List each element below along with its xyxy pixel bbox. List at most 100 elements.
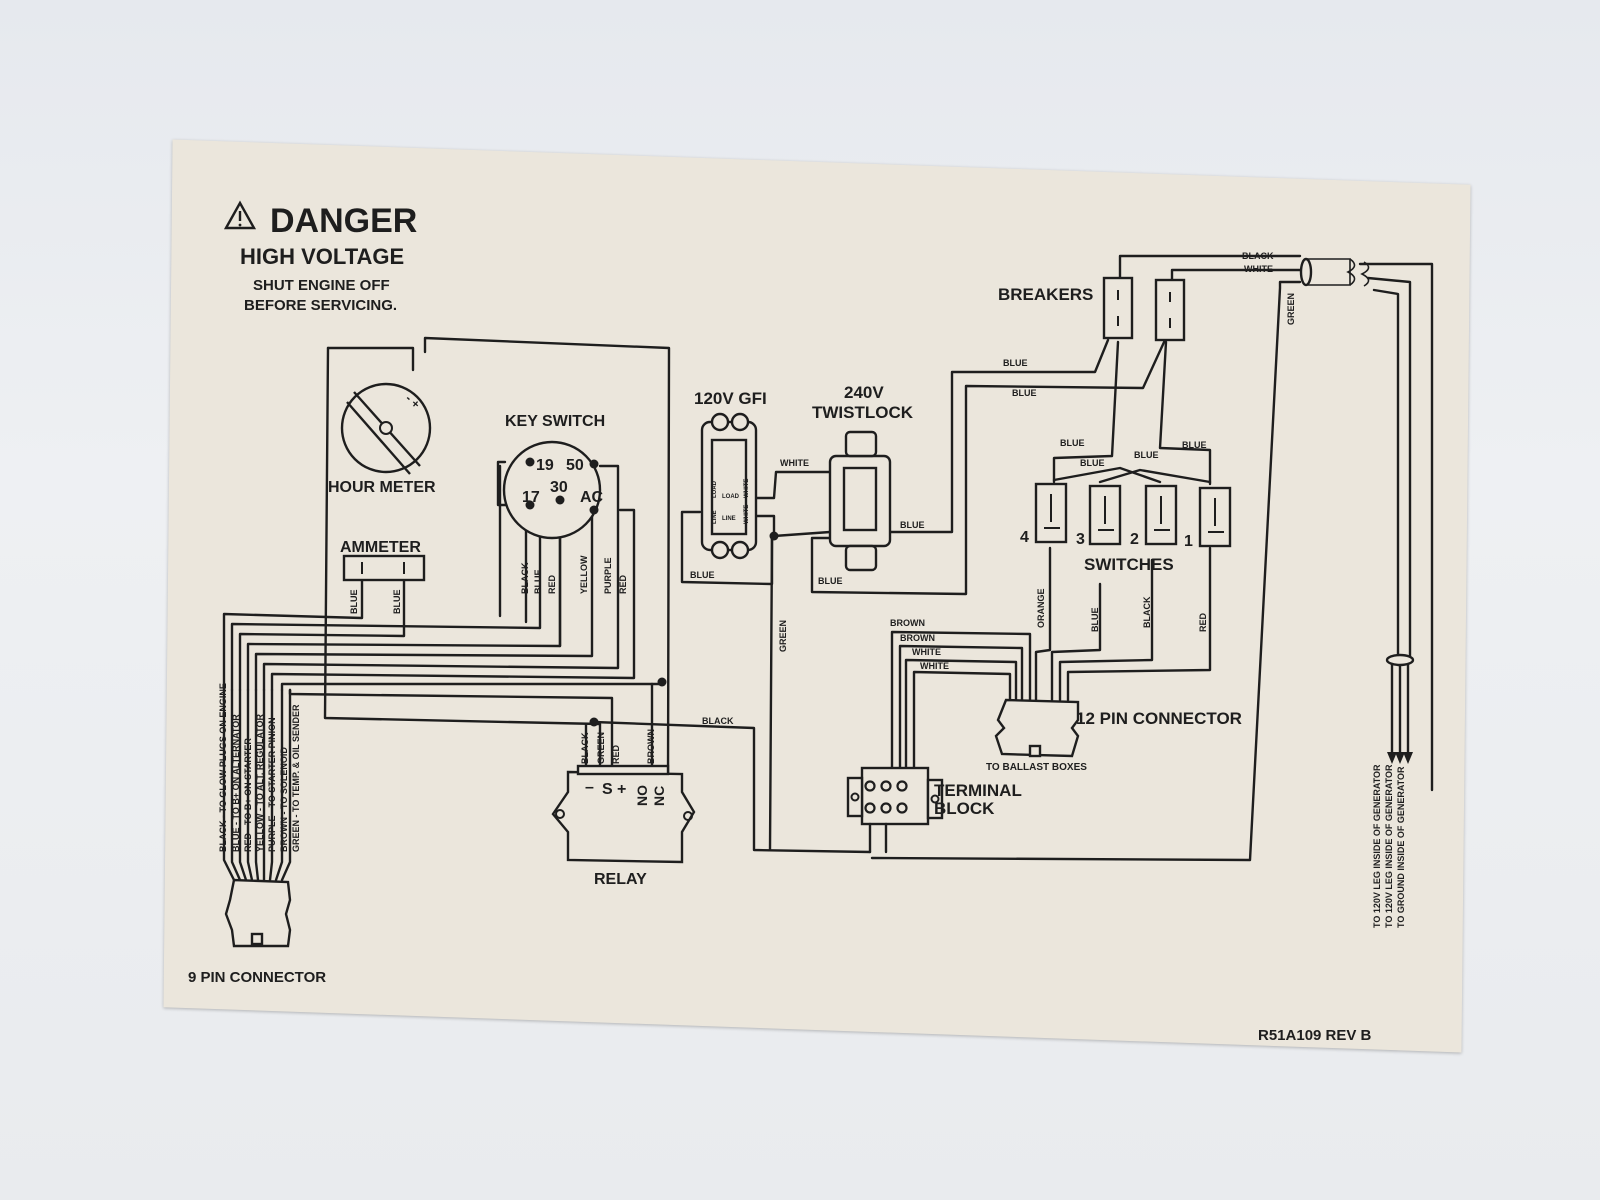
wire-green-ground — [768, 534, 774, 852]
label-black-12pin: BLACK — [1142, 596, 1152, 628]
high-voltage-subtitle: HIGH VOLTAGE — [240, 244, 404, 269]
label-brown-relay: BROWN — [646, 729, 656, 764]
label-white-1: WHITE — [912, 647, 941, 657]
legend-9pin-0: BLACK - TO GLOW PLUGS ON ENGINE — [218, 683, 228, 852]
label-black-terminal: BLACK — [702, 716, 734, 726]
relay: – S + NO NC RELAY — [551, 764, 696, 888]
wire-white-main — [1170, 268, 1302, 284]
terminal-block: TERMINAL BLOCK — [846, 766, 1022, 854]
switch-number-1: 1 — [1184, 533, 1193, 550]
gfi-mark-load: LOAD — [722, 494, 740, 500]
key-switch-label: KEY SWITCH — [505, 413, 605, 430]
relay-terminal-nc: NC — [651, 786, 667, 806]
wire-color-labels: BLACK WHITE GREEN BLUE BLUE BLUE BLUE BL… — [349, 251, 1296, 764]
terminal-block-label-2: BLOCK — [934, 799, 995, 818]
relay-label: RELAY — [594, 871, 647, 888]
label-green-relay: GREEN — [596, 732, 606, 764]
danger-title: DANGER — [270, 202, 417, 240]
relay-terminal-no: NO — [634, 785, 650, 806]
label-brown-1: BROWN — [890, 618, 925, 628]
label-red-ks: RED — [547, 574, 557, 594]
wire-brown-solenoid — [262, 464, 620, 692]
label-green-main: GREEN — [1286, 293, 1296, 325]
label-brown-2: BROWN — [900, 633, 935, 643]
label-blue-twist: BLUE — [900, 520, 925, 530]
ks-terminal-50: 50 — [566, 457, 584, 474]
label-blue-12pin: BLUE — [1090, 608, 1100, 633]
label-blue-ks: BLUE — [533, 570, 543, 595]
nine-pin-connector-icon — [224, 878, 292, 948]
wire-black-main — [1118, 254, 1302, 282]
label-white-2: WHITE — [920, 661, 949, 671]
twistlock-receptacle: 240V TWISTLOCK — [812, 383, 914, 572]
label-blue-b1: BLUE — [1003, 358, 1028, 368]
wire-gen-2 — [1366, 276, 1412, 662]
wire-gen-1 — [1358, 262, 1434, 792]
warning-line-2: BEFORE SERVICING. — [244, 297, 397, 314]
engine-wiring — [222, 336, 872, 882]
breaker-1-icon — [1102, 276, 1134, 340]
gfi-mark-line-2: LINE — [712, 510, 718, 524]
generator-cable-bottom-icon — [1385, 653, 1415, 667]
legend-gen-0: TO 120V LEG INSIDE OF GENERATOR — [1372, 764, 1382, 928]
hour-meter: - + HOUR METER — [328, 382, 436, 496]
label-blue-s1: BLUE — [1182, 440, 1207, 450]
wire-green-sender — [270, 508, 636, 692]
label-orange: ORANGE — [1036, 588, 1046, 628]
wire-red-12pin — [1066, 546, 1212, 702]
relay-body-icon — [551, 770, 696, 864]
relay-terminal-neg: – — [585, 779, 594, 796]
label-blue-amm-2: BLUE — [392, 590, 402, 615]
switch-number-3: 3 — [1076, 531, 1085, 548]
legend-9pin-1: BLUE - TO B+ ON ALTERNATOR — [231, 714, 241, 852]
wire-gen-3 — [1372, 288, 1400, 662]
label-red-12pin: RED — [1198, 612, 1208, 632]
twelve-pin-label: 12 PIN CONNECTOR — [1076, 709, 1242, 728]
switches: 4 3 2 1 SWITCHES — [1020, 482, 1232, 574]
wire-blue-breaker-2 — [810, 338, 1167, 596]
legend-9pin-5: BROWN - TO SOLENOID — [279, 747, 289, 852]
label-white-main: WHITE — [1244, 264, 1273, 274]
label-yellow-ks: YELLOW — [579, 555, 589, 594]
label-black-main: BLACK — [1242, 251, 1274, 261]
wire-blue-s3 — [1052, 466, 1162, 484]
warning-block: DANGER HIGH VOLTAGE SHUT ENGINE OFF BEFO… — [223, 200, 417, 314]
ks-terminal-17: 17 — [522, 489, 540, 506]
twelve-pin-connector-icon — [994, 698, 1080, 758]
wire-white-gfi — [750, 470, 832, 500]
label-black-relay: BLACK — [580, 732, 590, 764]
wire-green-2 — [280, 682, 664, 692]
legend-gen-2: TO GROUND INSIDE OF GENERATOR — [1396, 766, 1406, 928]
gfi-mark-white: WHITE — [744, 479, 750, 498]
wire-blue-s1 — [1158, 340, 1212, 486]
wire-red-relay — [288, 688, 614, 770]
legend-9pin-6: GREEN - TO TEMP. & OIL SENDER — [291, 704, 301, 852]
legend-9pin-2: RED - TO B+ ON STARTER — [243, 738, 253, 852]
ks-terminal-30: 30 — [550, 479, 568, 496]
ammeter: AMMETER — [340, 539, 426, 582]
breakers-label: BREAKERS — [998, 285, 1093, 304]
terminal-block-label-1: TERMINAL — [934, 781, 1022, 800]
wire-black-to-terminal — [592, 720, 872, 854]
wire-hour-meter-to-relay — [423, 336, 671, 786]
label-blue-s4: BLUE — [1060, 438, 1085, 448]
label-black-ks: BLACK — [520, 562, 530, 594]
label-blue-b2: BLUE — [1012, 388, 1037, 398]
ballast-label: TO BALLAST BOXES — [986, 762, 1087, 773]
wire-ground-to-relay — [323, 346, 602, 770]
wire-green-main — [870, 280, 1302, 862]
wire-blue-s2 — [1098, 468, 1212, 484]
switch-3-icon — [1088, 484, 1122, 546]
key-switch: KEY SWITCH 19 50 17 30 AC — [502, 413, 605, 540]
wire-blue-alt — [230, 510, 542, 692]
relay-terminal-s: S — [602, 781, 613, 798]
legend-9pin-4: PURPLE - TO STARTER PINION — [267, 717, 277, 852]
center-wiring — [680, 338, 1167, 852]
wire-hour-meter-neg — [326, 346, 415, 372]
gfi-mark-line: LINE — [722, 516, 736, 522]
part-number: R51A109 REV B — [1258, 1027, 1372, 1044]
label-red-ks-2: RED — [618, 574, 628, 594]
wire-blue-breaker-1 — [888, 338, 1110, 534]
label-green-ground: GREEN — [778, 620, 788, 652]
